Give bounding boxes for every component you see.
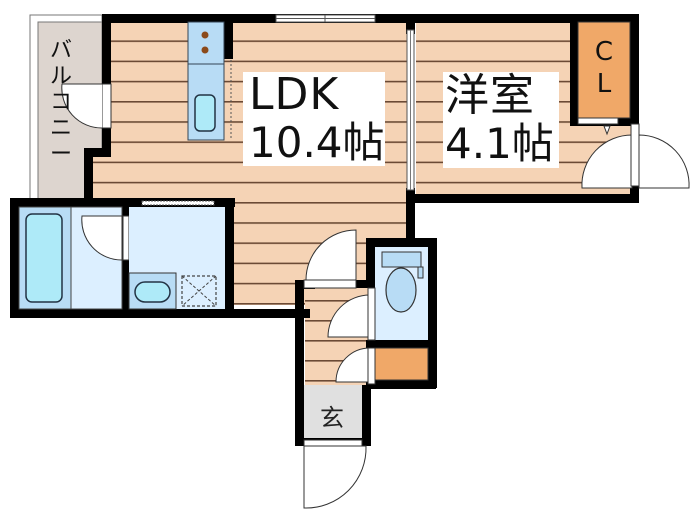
ldk-label: LDK 10.4帖 [243, 69, 385, 167]
balcony-char: コ [49, 90, 72, 115]
closet [577, 21, 631, 136]
bathroom [18, 206, 130, 310]
western-room-label: 洋室 4.1帖 [443, 72, 559, 168]
balcony-char: ー [49, 142, 72, 167]
balcony-char: ニ [49, 116, 72, 141]
closet-label-c: C [594, 37, 614, 67]
balcony-door [61, 83, 112, 129]
ldk-room-name: LDK [249, 69, 340, 120]
balcony-label: バ ル コ ニ ー [46, 38, 76, 168]
toilet-room [327, 247, 428, 341]
washroom [128, 200, 225, 310]
ldk-room-size: 10.4帖 [249, 118, 385, 167]
western-room-size: 4.1帖 [445, 119, 554, 168]
closet-label-l: L [596, 69, 612, 99]
western-room-door [581, 123, 690, 189]
hall-door [303, 229, 357, 289]
balcony-char: バ [49, 38, 72, 63]
sliding-door-western-room [406, 29, 415, 191]
closet-label: C L [586, 36, 622, 100]
window-top [275, 14, 376, 23]
kitchen-counter [187, 21, 232, 141]
balcony-char: ル [49, 64, 72, 89]
western-room-name: 洋室 [445, 70, 535, 121]
entrance [303, 385, 367, 509]
shoe-storage [335, 347, 429, 385]
entrance-label: 玄 [320, 404, 344, 432]
